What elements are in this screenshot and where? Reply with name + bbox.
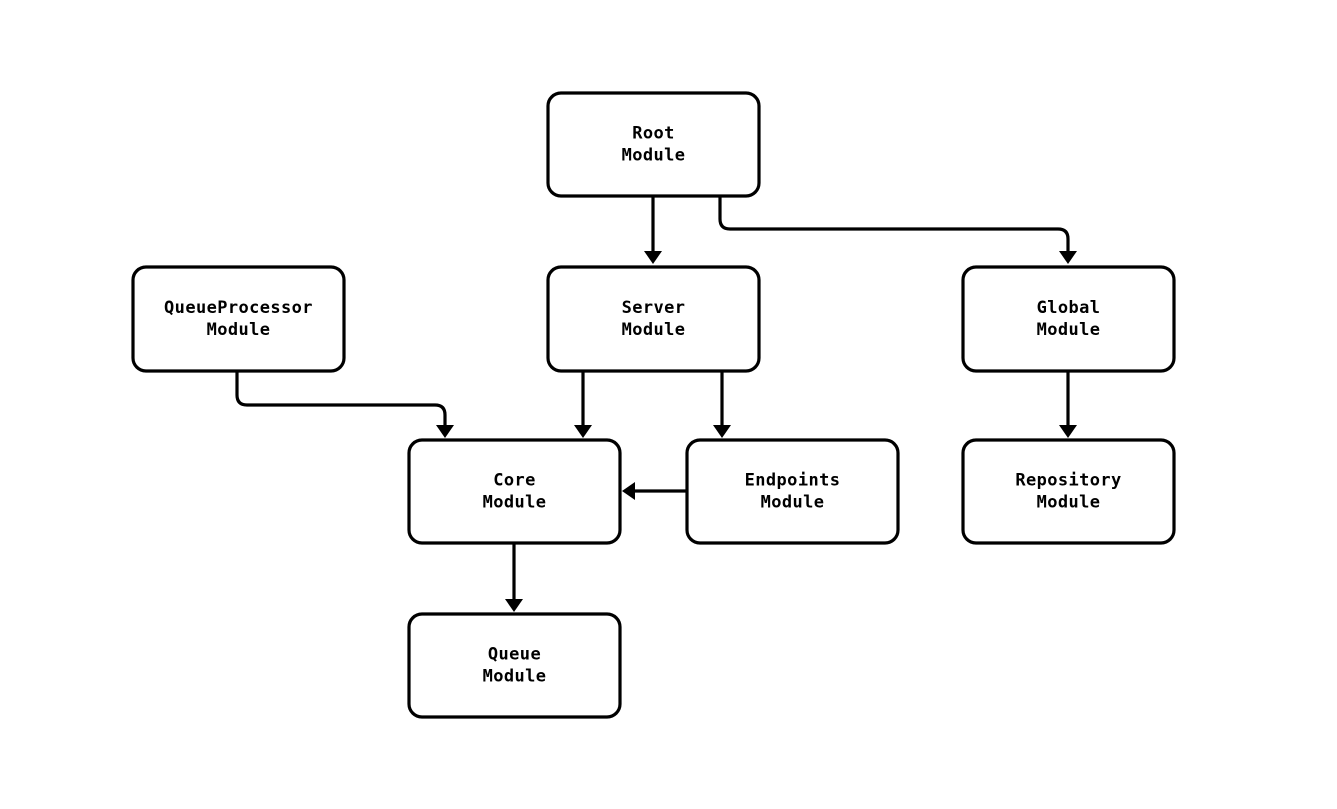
node-label-line1: Repository <box>1015 471 1121 491</box>
node-label-line2: Module <box>483 493 547 513</box>
arrow-head-icon <box>1059 425 1077 438</box>
edge-line <box>235 371 447 426</box>
node-box[interactable] <box>961 438 1176 545</box>
arrow-head-icon <box>436 425 454 438</box>
edges-layer <box>235 196 1077 612</box>
node-label-line1: Endpoints <box>745 471 841 491</box>
node-box[interactable] <box>546 265 761 373</box>
node-label-line1: Core <box>493 471 536 491</box>
arrow-head-icon <box>505 599 523 612</box>
nodes-layer: RootModuleQueueProcessorModuleServerModu… <box>131 91 1176 719</box>
edge-endpoints-to-core <box>622 482 687 500</box>
node-label-line2: Module <box>207 320 271 340</box>
arrow-head-icon <box>644 251 662 264</box>
node-label-line1: Global <box>1037 298 1101 318</box>
node-label-line2: Module <box>1037 320 1101 340</box>
node-box[interactable] <box>546 91 761 198</box>
edge-core-to-queue <box>505 543 523 612</box>
edge-queueprocessor-to-core <box>235 371 454 438</box>
node-box[interactable] <box>407 612 622 719</box>
node-box[interactable] <box>407 438 622 545</box>
edge-server-to-core <box>574 371 592 438</box>
node-label-line2: Module <box>761 493 825 513</box>
node-label-line1: Queue <box>488 645 541 665</box>
edge-global-to-repository <box>1059 371 1077 438</box>
arrow-head-icon <box>713 425 731 438</box>
edge-root-to-server <box>644 196 662 264</box>
node-box[interactable] <box>961 265 1176 373</box>
node-label-line1: QueueProcessor <box>164 298 313 318</box>
edge-line <box>718 196 1070 252</box>
node-label-line2: Module <box>1037 493 1101 513</box>
arrow-head-icon <box>1059 251 1077 264</box>
edge-root-to-global <box>718 196 1077 264</box>
edge-server-to-endpoints <box>713 371 731 438</box>
node-label-line1: Server <box>622 298 686 318</box>
arrow-head-icon <box>574 425 592 438</box>
node-box[interactable] <box>685 438 900 545</box>
node-label-line2: Module <box>622 320 686 340</box>
node-label-line1: Root <box>632 124 675 144</box>
node-label-line2: Module <box>622 146 686 166</box>
node-box[interactable] <box>131 265 346 373</box>
node-label-line2: Module <box>483 667 547 687</box>
arrow-head-icon <box>622 482 635 500</box>
